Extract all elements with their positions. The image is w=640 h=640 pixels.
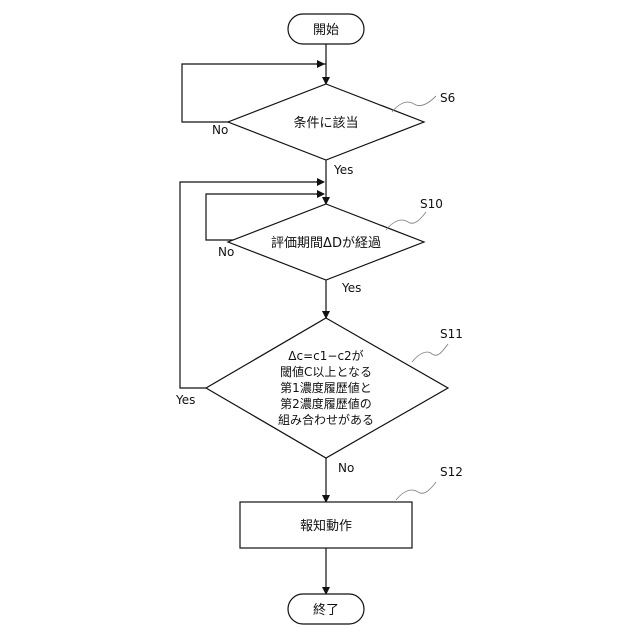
s11-decision: Δc=c1−c2が 閾値C以上となる 第1濃度履歴値と 第2濃度履歴値の 組み合… bbox=[206, 318, 448, 458]
s6-step-label: S6 bbox=[440, 91, 455, 105]
end-label: 終了 bbox=[313, 602, 339, 618]
s11-line-1: Δc=c1−c2が bbox=[288, 348, 363, 363]
s11-line-4: 第2濃度履歴値の bbox=[280, 396, 372, 411]
end-terminal: 終了 bbox=[288, 594, 364, 624]
s11-yes-label: Yes bbox=[175, 393, 195, 407]
s11-line-3: 第1濃度履歴値と bbox=[280, 380, 372, 395]
start-label: 開始 bbox=[313, 23, 339, 38]
start-terminal: 開始 bbox=[288, 14, 364, 44]
s10-step-label: S10 bbox=[420, 197, 443, 211]
s12-step-label: S12 bbox=[440, 465, 463, 479]
s11-line-2: 閾値C以上となる bbox=[280, 364, 372, 379]
s12-leader-line bbox=[396, 482, 436, 500]
s10-yes-label: Yes bbox=[341, 281, 361, 295]
s6-no-label: No bbox=[212, 123, 228, 137]
s6-condition-text: 条件に該当 bbox=[293, 115, 358, 131]
s6-yes-label: Yes bbox=[333, 163, 353, 177]
s10-decision: 評価期間ΔDが経過 bbox=[228, 204, 424, 280]
s12-action-text: 報知動作 bbox=[300, 518, 352, 534]
s11-step-label: S11 bbox=[440, 327, 463, 341]
s6-decision: 条件に該当 bbox=[228, 84, 424, 160]
s11-no-label: No bbox=[338, 461, 354, 475]
s10-condition-text: 評価期間ΔDが経過 bbox=[271, 236, 381, 251]
s10-leader-line bbox=[386, 212, 426, 230]
s10-no-label: No bbox=[218, 245, 234, 259]
s11-leader-line bbox=[412, 344, 448, 362]
s6-leader-line bbox=[392, 96, 436, 112]
s11-line-5: 組み合わせがある bbox=[278, 412, 374, 427]
s12-process: 報知動作 bbox=[240, 502, 412, 548]
